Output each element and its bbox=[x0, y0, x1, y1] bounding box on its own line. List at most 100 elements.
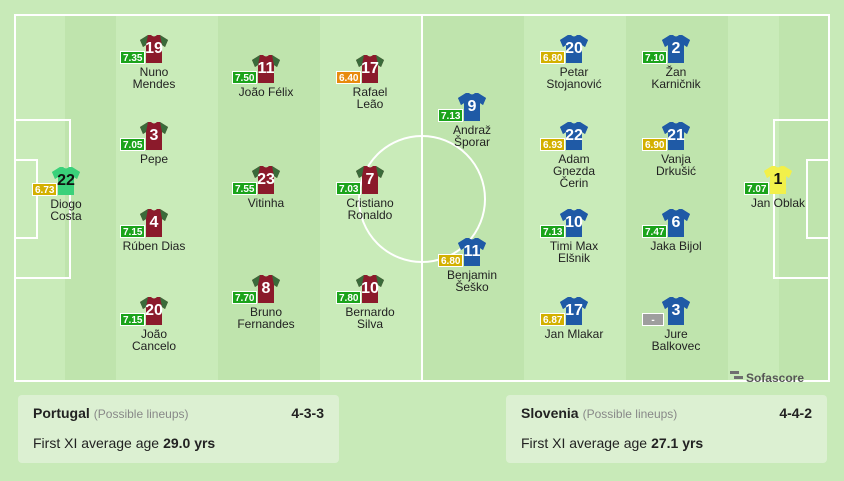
player-name: Timi Max Elšnik bbox=[549, 239, 599, 265]
goal-area-left bbox=[14, 159, 38, 239]
shirt-number: 4 bbox=[149, 214, 159, 231]
player-rating-badge: 7.50 bbox=[232, 71, 258, 84]
shirt-number: 22 bbox=[57, 172, 75, 189]
shirt-number: 17 bbox=[565, 302, 583, 319]
player-rating-badge: 7.55 bbox=[232, 182, 258, 195]
player-rating-badge: 6.90 bbox=[642, 138, 668, 151]
jersey-icon: 3- bbox=[642, 296, 691, 326]
player-rating-badge: 7.13 bbox=[438, 109, 464, 122]
center-circle bbox=[358, 135, 486, 263]
shirt-number: 10 bbox=[565, 214, 583, 231]
player-rating-badge: 6.73 bbox=[32, 183, 58, 196]
average-age-value: 27.1 yrs bbox=[651, 435, 704, 451]
player-rating-badge: 7.47 bbox=[642, 225, 668, 238]
player-name: Jan Mlakar bbox=[544, 327, 604, 341]
shirt-number: 21 bbox=[667, 127, 685, 144]
player-name: Bernardo Silva bbox=[345, 305, 395, 331]
player-away-9[interactable]: 3-Jure Balkovec bbox=[631, 296, 721, 352]
player-rating-badge: 7.15 bbox=[120, 225, 146, 238]
sofascore-watermark: Sofascore bbox=[729, 370, 804, 382]
player-name: Jure Balkovec bbox=[651, 327, 701, 353]
player-rating-badge: 7.03 bbox=[336, 182, 362, 195]
player-name: Bruno Fernandes bbox=[237, 305, 295, 331]
shirt-number: 11 bbox=[463, 243, 481, 260]
player-rating-badge: 6.93 bbox=[540, 138, 566, 151]
team-name: Slovenia(Possible lineups) bbox=[521, 405, 678, 421]
player-name: Vanja Drkušić bbox=[655, 152, 696, 178]
player-name: Adam Gnezda Čerin bbox=[552, 152, 596, 190]
away-team-card: Slovenia(Possible lineups) 4-4-2 First X… bbox=[506, 395, 827, 463]
player-rating-badge: 7.10 bbox=[642, 51, 668, 64]
player-name: Jaka Bijol bbox=[650, 239, 702, 253]
shirt-number: 6 bbox=[671, 214, 681, 231]
shirt-number: 23 bbox=[257, 171, 275, 188]
player-name: Rafael Leão bbox=[352, 85, 388, 111]
player-name: Pepe bbox=[139, 152, 169, 166]
shirt-number: 7 bbox=[365, 171, 375, 188]
player-rating-badge: 6.40 bbox=[336, 71, 362, 84]
formation: 4-4-2 bbox=[779, 405, 812, 421]
shirt-number: 19 bbox=[145, 40, 163, 57]
player-rating-badge: 7.13 bbox=[540, 225, 566, 238]
player-name: Benjamin Šeško bbox=[446, 268, 498, 294]
player-rating-badge: 7.70 bbox=[232, 291, 258, 304]
player-rating-badge: 7.80 bbox=[336, 291, 362, 304]
shirt-number: 20 bbox=[565, 40, 583, 57]
goal-area-right bbox=[806, 159, 830, 239]
player-name: Cristiano Ronaldo bbox=[346, 196, 394, 222]
shirt-number: 3 bbox=[671, 302, 681, 319]
player-name: Rúben Dias bbox=[122, 239, 186, 253]
player-rating-badge: 6.87 bbox=[540, 313, 566, 326]
player-name: Petar Stojanović bbox=[546, 65, 602, 91]
team-name: Portugal(Possible lineups) bbox=[33, 405, 189, 421]
player-name: João Félix bbox=[238, 85, 294, 99]
shirt-number: 10 bbox=[361, 280, 379, 297]
player-name: Žan Karničnik bbox=[651, 65, 701, 91]
shirt-number: 11 bbox=[257, 60, 275, 77]
shirt-number: 22 bbox=[565, 127, 583, 144]
shirt-number: 1 bbox=[773, 171, 783, 188]
player-rating-badge: 6.80 bbox=[540, 51, 566, 64]
average-age-value: 29.0 yrs bbox=[163, 435, 216, 451]
player-name: Vitinha bbox=[247, 196, 285, 210]
player-name: Jan Oblak bbox=[750, 196, 806, 210]
player-rating-badge: 6.80 bbox=[438, 254, 464, 267]
player-rating-badge: 7.15 bbox=[120, 313, 146, 326]
